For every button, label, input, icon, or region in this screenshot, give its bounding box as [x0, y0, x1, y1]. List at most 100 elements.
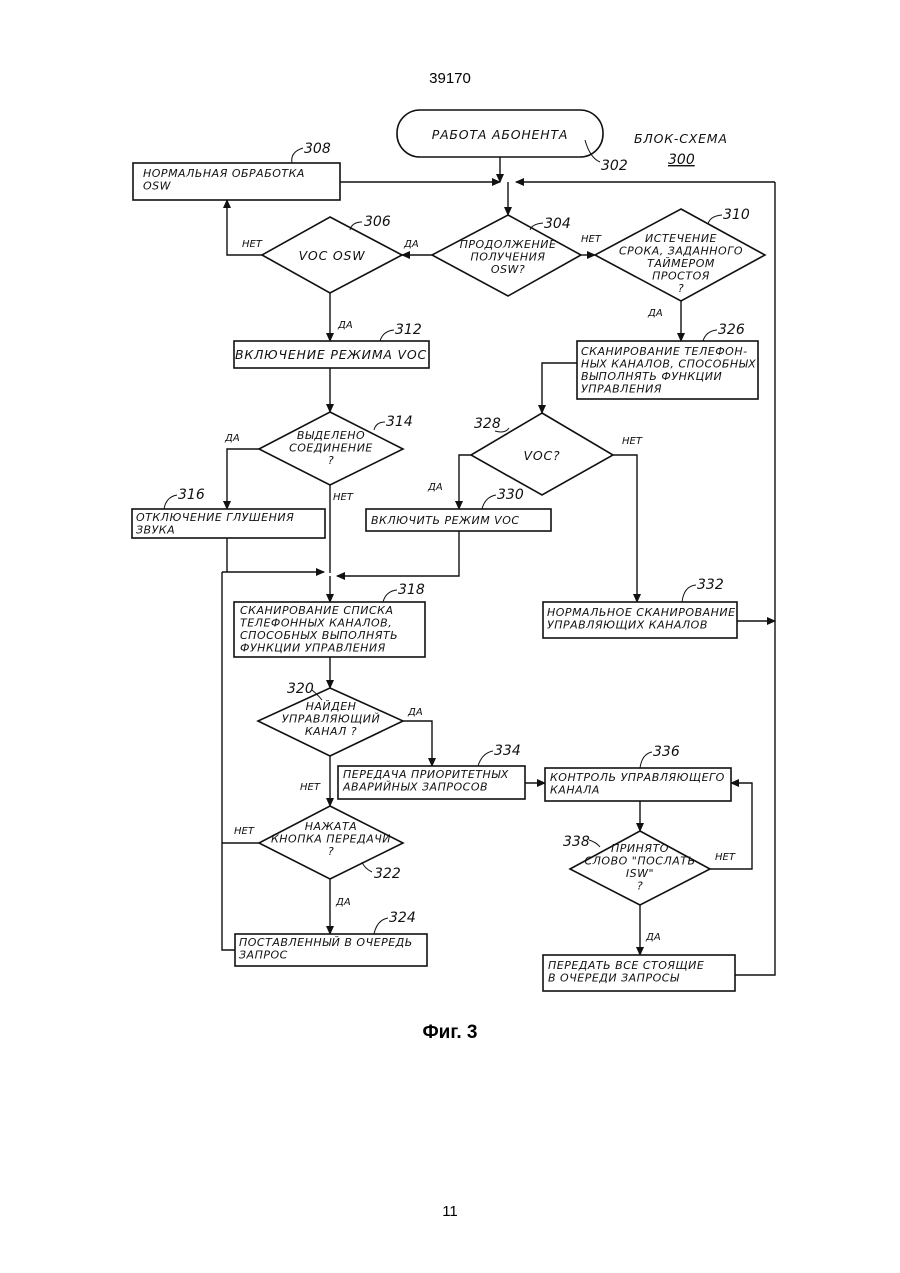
edge-320-yes	[403, 721, 432, 766]
node-text-line: КАНАЛА	[550, 784, 600, 797]
node-302-label: РАБОТА АБОНЕНТА	[432, 127, 569, 142]
node-text-line: КНОПКА ПЕРЕДАЧИ	[271, 833, 391, 846]
diagram-title: БЛОК-СХЕМА	[634, 131, 728, 146]
ref-308: 308	[304, 141, 331, 157]
node-text-line: РАБОТА АБОНЕНТА	[432, 127, 569, 142]
label-314-yes: ДА	[224, 433, 240, 444]
ref-328: 328	[474, 416, 501, 432]
node-text-line: ?	[328, 454, 334, 467]
node-318-scan-list: СКАНИРОВАНИЕ СПИСКАТЕЛЕФОННЫХ КАНАЛОВ,СП…	[234, 602, 425, 657]
node-330-enable-voc: ВКЛЮЧИТЬ РЕЖИМ VOC	[366, 509, 551, 531]
figure-caption: Фиг. 3	[0, 1022, 900, 1044]
node-318-label: СКАНИРОВАНИЕ СПИСКАТЕЛЕФОННЫХ КАНАЛОВ,СП…	[240, 604, 398, 655]
node-text-line: НОРМАЛЬНОЕ СКАНИРОВАНИЕ	[547, 606, 736, 619]
node-text-line: УПРАВЛЯЮЩИХ КАНАЛОВ	[547, 619, 708, 632]
node-332-label: НОРМАЛЬНОЕ СКАНИРОВАНИЕУПРАВЛЯЮЩИХ КАНАЛ…	[547, 606, 736, 632]
node-text-line: ISW"	[626, 867, 654, 880]
node-text-line: ИСТЕЧЕНИЕ	[645, 232, 717, 245]
ref-336: 336	[653, 744, 680, 760]
node-text-line: НАЖАТА	[305, 820, 357, 833]
node-text-line: OSW?	[491, 263, 525, 276]
label-328-no: НЕТ	[622, 436, 643, 447]
node-text-line: ФУНКЦИИ УПРАВЛЕНИЯ	[240, 642, 386, 655]
node-338-send-isw-received: ПРИНЯТОСЛОВО "ПОСЛАТЬISW"?	[570, 831, 710, 905]
node-336-monitor-control-channel: КОНТРОЛЬ УПРАВЛЯЮЩЕГОКАНАЛА	[545, 768, 731, 801]
ref-320: 320	[287, 681, 314, 697]
node-text-line: АВАРИЙНЫХ ЗАПРОСОВ	[342, 781, 488, 794]
node-text-line: СКАНИРОВАНИЕ СПИСКА	[240, 604, 394, 617]
node-text-line: В ОЧЕРЕДИ ЗАПРОСЫ	[548, 972, 680, 985]
node-text-line: СПОСОБНЫХ ВЫПОЛНЯТЬ	[240, 629, 398, 642]
ref-314: 314	[386, 414, 413, 430]
ref-312: 312	[395, 322, 422, 338]
node-332-normal-scan: НОРМАЛЬНОЕ СКАНИРОВАНИЕУПРАВЛЯЮЩИХ КАНАЛ…	[543, 602, 737, 638]
node-text-line: ПРОСТОЯ	[652, 270, 710, 283]
ref-322: 322	[374, 866, 401, 882]
node-text-line: КАНАЛ ?	[305, 725, 357, 738]
node-text-line: ?	[678, 282, 684, 295]
node-text-line: УПРАВЛЕНИЯ	[581, 383, 662, 396]
edge-314-yes	[227, 449, 259, 509]
node-text-line: КОНТРОЛЬ УПРАВЛЯЮЩЕГО	[550, 771, 725, 784]
ref-306: 306	[364, 214, 391, 230]
node-text-line: НОРМАЛЬНАЯ ОБРАБОТКА	[143, 167, 305, 180]
page-number: 11	[0, 1203, 900, 1220]
node-308-normal-processing: НОРМАЛЬНАЯ ОБРАБОТКАOSW	[133, 163, 340, 200]
node-text-line: ПЕРЕДАТЬ ВСЕ СТОЯЩИЕ	[548, 959, 704, 972]
node-text-line: ПРИНЯТО	[611, 842, 669, 855]
node-328-label: VOC?	[524, 448, 561, 463]
node-send-queued-requests: ПЕРЕДАТЬ ВСЕ СТОЯЩИЕВ ОЧЕРЕДИ ЗАПРОСЫ	[543, 955, 735, 991]
node-text-line: ОТКЛЮЧЕНИЕ ГЛУШЕНИЯ	[136, 511, 294, 524]
ref-304: 304	[544, 216, 571, 232]
label-306-yes: ДА	[337, 320, 353, 331]
label-322-no: НЕТ	[234, 826, 255, 837]
node-text-line: ТАЙМЕРОМ	[647, 257, 715, 270]
node-text-line: ТЕЛЕФОННЫХ КАНАЛОВ,	[240, 617, 392, 630]
node-text-line: СЛОВО "ПОСЛАТЬ	[584, 855, 695, 868]
node-text-line: НЫХ КАНАЛОВ, СПОСОБНЫХ	[581, 358, 756, 371]
edge-left-return	[222, 572, 235, 950]
node-314-connection-assigned: ВЫДЕЛЕНОСОЕДИНЕНИЕ?	[259, 412, 403, 485]
node-320-control-channel-found: НАЙДЕНУПРАВЛЯЮЩИЙКАНАЛ ?	[258, 688, 403, 756]
label-306-no: НЕТ	[242, 239, 263, 250]
ref-326: 326	[718, 322, 745, 338]
node-text-line: СКАНИРОВАНИЕ ТЕЛЕФОН-	[581, 345, 748, 358]
node-text-line: НАЙДЕН	[306, 700, 357, 713]
edge-326-to-328	[542, 363, 577, 413]
node-text-line: ЗАПРОС	[239, 949, 288, 962]
node-306-label: VOC OSW	[299, 248, 366, 263]
edge-right-return	[735, 182, 775, 975]
node-text-line: ?	[637, 880, 643, 893]
ref-316: 316	[178, 487, 205, 503]
node-text-line: ЗВУКА	[136, 524, 175, 537]
label-338-no: НЕТ	[715, 852, 736, 863]
label-304-yes: ДА	[403, 239, 419, 250]
ref-310: 310	[723, 207, 750, 223]
node-316-disable-mute: ОТКЛЮЧЕНИЕ ГЛУШЕНИЯЗВУКА	[132, 509, 325, 538]
node-text-line: ПОЛУЧЕНИЯ	[470, 251, 545, 264]
ref-318: 318	[398, 582, 425, 598]
node-text-line: ПРОДОЛЖЕНИЕ	[460, 238, 557, 251]
node-text-line: VOC?	[524, 448, 561, 463]
edge-330-merge	[337, 531, 459, 576]
node-text-line: ПЕРЕДАЧА ПРИОРИТЕТНЫХ	[343, 768, 509, 781]
node-text-line: ВКЛЮЧЕНИЕ РЕЖИМА VOC	[235, 347, 427, 362]
node-text-line: ?	[328, 845, 334, 858]
ref-334: 334	[494, 743, 521, 759]
diagram-title-number: 300	[668, 152, 695, 168]
node-302-start: РАБОТА АБОНЕНТА	[397, 110, 603, 157]
label-310-yes: ДА	[647, 308, 663, 319]
node-text-line: СРОКА, ЗАДАННОГО	[619, 245, 743, 258]
edge-328-no	[613, 455, 637, 602]
label-304-no: НЕТ	[581, 234, 602, 245]
ref-338: 338	[563, 834, 590, 850]
label-338-yes: ДА	[645, 932, 661, 943]
label-320-no: НЕТ	[300, 782, 321, 793]
node-text-line: УПРАВЛЯЮЩИЙ	[282, 713, 380, 726]
ref-330: 330	[497, 487, 524, 503]
node-text-line: VOC OSW	[299, 248, 366, 263]
node-334-label: ПЕРЕДАЧА ПРИОРИТЕТНЫХАВАРИЙНЫХ ЗАПРОСОВ	[342, 768, 509, 794]
label-320-yes: ДА	[407, 707, 423, 718]
